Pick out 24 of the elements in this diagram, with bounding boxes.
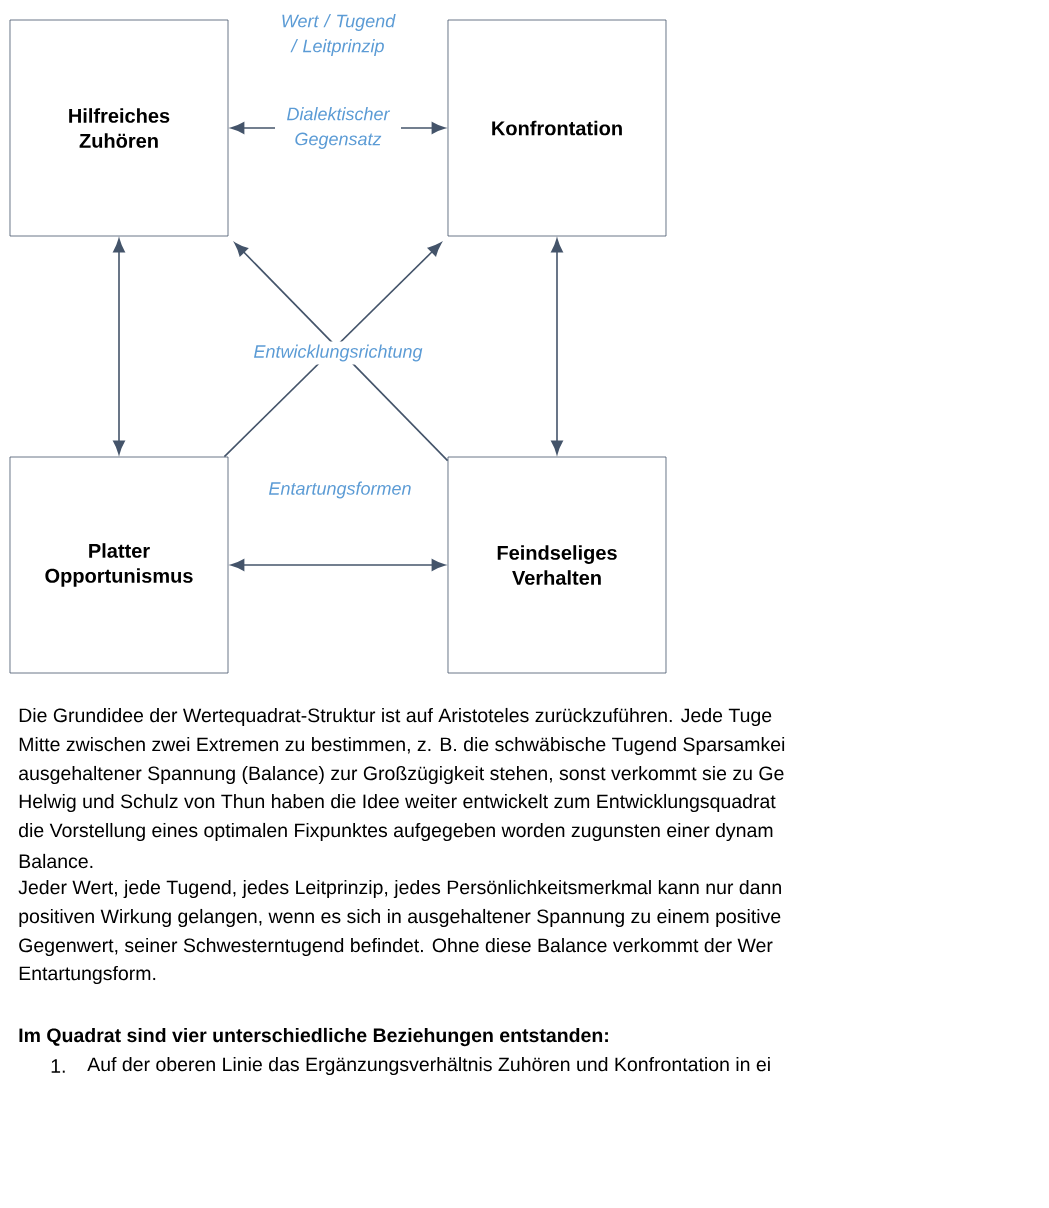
text-line: die Vorstellung eines optimalen Fixpunktes aufgegeben worden zugunsten einer dynam xyxy=(19,822,773,842)
list-number: 1. xyxy=(51,1059,65,1073)
arrow xyxy=(230,559,446,571)
text-line: Jeder Wert, jede Tugend, jedes Leitprinzip, jedes Persönlichkeitsmerkmal kann nur dann xyxy=(18,879,781,899)
annotation: Entartungsformen xyxy=(269,481,411,499)
text-line: Auf der oberen Linie das Ergänzungsverhältnis Zuhören und Konfrontation in ei xyxy=(87,1056,770,1076)
text-line: ausgehaltener Spannung (Balance) zur Großzügigkeit stehen, sonst verkommt sie zu Ge xyxy=(19,765,784,785)
text-line: Die Grundidee der Wertequadrat-Struktur ist auf Aristoteles zurückzuführen. Jede Tuge xyxy=(19,707,772,727)
text-line: Entartungsform. xyxy=(19,965,156,985)
edge-label: Dialektischer Gegensatz xyxy=(287,107,391,149)
text-line: Helwig und Schulz von Thun haben die Idee weiter entwickelt zum Entwicklungsquadrat xyxy=(19,793,776,813)
text-line: Balance. xyxy=(19,853,93,869)
annotation: Entwicklungsrichtung xyxy=(254,344,423,362)
arrow xyxy=(113,238,125,455)
text-line: positiven Wirkung gelangen, wenn es sich in ausgehaltener Spannung zu einem positive xyxy=(19,908,781,928)
concept-box: Feindseliges Verhalten xyxy=(447,456,667,674)
arrow xyxy=(551,238,563,455)
text-line: Gegenwert, seiner Schwesterntugend befindet. Ohne diese Balance verkommt der Wer xyxy=(19,937,773,957)
annotation: Wert / Tugend / Leitprinzip xyxy=(282,14,396,56)
concept-box: Hilfreiches Zuhören xyxy=(9,19,229,237)
concept-box: Platter Opportunismus xyxy=(9,456,229,674)
text-line: Mitte zwischen zwei Extremen zu bestimmen, z. B. die schwäbische Tugend Sparsamkei xyxy=(19,736,785,756)
concept-box: Konfrontation xyxy=(447,19,667,237)
section-heading: Im Quadrat sind vier unterschiedliche Beziehungen entstanden: xyxy=(19,1027,608,1047)
